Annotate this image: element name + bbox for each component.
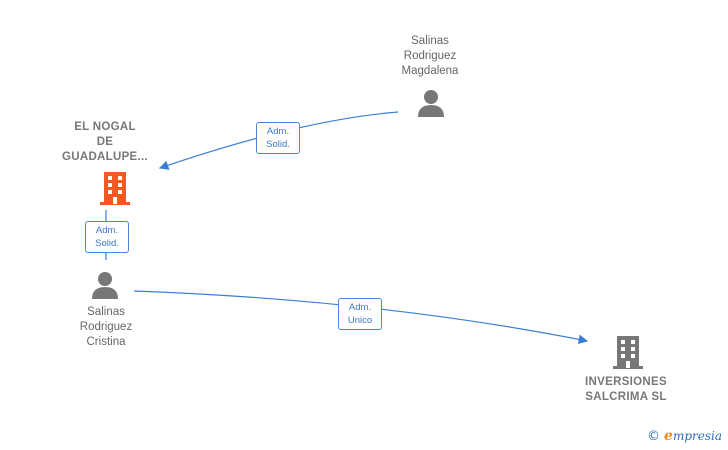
node-label-cristina: Salinas Rodriguez Cristina <box>56 305 156 350</box>
node-label-line: Salinas <box>411 35 449 47</box>
person-icon[interactable] <box>90 270 120 300</box>
building-icon[interactable] <box>611 334 645 370</box>
brand-rest: mpresia <box>672 429 722 443</box>
node-label-magdalena: Salinas Rodriguez Magdalena <box>380 34 480 79</box>
node-label-line: Rodriguez <box>79 321 133 333</box>
brand-logo: empresia <box>664 428 722 444</box>
node-label-line: Rodriguez <box>403 50 457 62</box>
edge-label-line: Adm. <box>266 126 290 137</box>
edge-label-cristina-nogal: Adm. Solid. <box>85 221 129 253</box>
brand-initial: e <box>664 428 673 444</box>
node-label-el-nogal: EL NOGAL DE GUADALUPE... <box>55 120 155 165</box>
empresia-watermark[interactable]: © empresia <box>647 428 722 444</box>
node-label-line: DE <box>96 136 114 148</box>
edge-label-magdalena-nogal: Adm. Solid. <box>256 122 300 154</box>
node-label-line: Cristina <box>86 336 126 348</box>
edge-label-line: Adm. <box>348 302 372 313</box>
building-icon[interactable] <box>98 170 132 206</box>
edge-label-line: Solid. <box>95 238 119 249</box>
node-label-line: INVERSIONES <box>585 376 667 388</box>
edge-label-line: Unico <box>347 315 373 326</box>
node-label-inversiones: INVERSIONES SALCRIMA SL <box>566 375 686 405</box>
node-label-line: Salinas <box>87 306 125 318</box>
copyright-icon: © <box>647 428 661 444</box>
node-label-line: SALCRIMA SL <box>585 391 667 403</box>
node-label-line: GUADALUPE... <box>61 151 149 163</box>
edge-label-cristina-inversiones: Adm. Unico <box>338 298 382 330</box>
node-label-line: EL NOGAL <box>74 121 136 133</box>
edge-label-line: Solid. <box>266 139 290 150</box>
edge-label-line: Adm. <box>95 225 119 236</box>
node-label-line: Magdalena <box>401 65 459 77</box>
person-icon[interactable] <box>416 88 446 118</box>
